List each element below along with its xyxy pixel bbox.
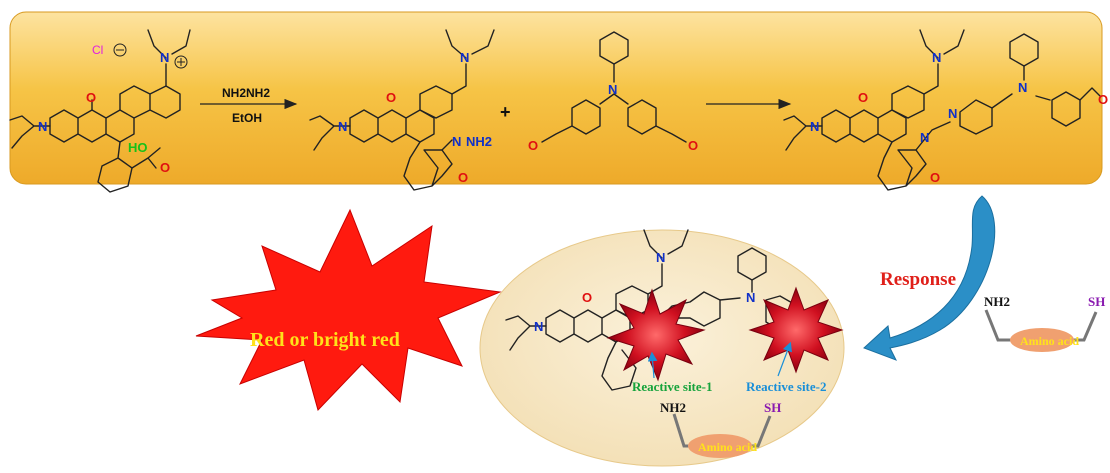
aldehyde-o-left: O — [528, 138, 538, 153]
reactive-site-2-star — [748, 286, 844, 374]
atom-n-right-4: N — [932, 50, 941, 65]
probe-atom-n-left: N — [534, 319, 543, 334]
reactive-site-1-label: Reactive site-1 — [632, 379, 713, 394]
atom-n-left-2: N — [338, 119, 347, 134]
curved-arrow-icon — [863, 195, 996, 361]
carboxyl-oxygen: O — [160, 160, 170, 175]
carbonyl-oxygen-4: O — [930, 170, 940, 185]
reagent-ethanol: EtOH — [232, 111, 262, 125]
carboxyl-hydroxyl: HO — [128, 140, 148, 155]
reagent-hydrazine: NH2NH2 — [222, 86, 270, 100]
atom-n-left: N — [38, 119, 47, 134]
burst-label: Red or bright red — [250, 329, 400, 351]
atom-o-ring: O — [86, 90, 96, 105]
rhodamine-b-structure — [9, 29, 191, 193]
amino-acid-right-nh2: NH2 — [984, 294, 1010, 309]
aldehyde-o-4: O — [1098, 92, 1108, 107]
reactive-site-1-star — [606, 288, 706, 382]
charge-minus-icon — [113, 43, 127, 57]
atom-n-tpa-4: N — [1018, 80, 1027, 95]
probe-product-structure — [783, 29, 1101, 191]
atom-n-imine-1: N — [920, 130, 929, 145]
amino-acid-right-sh: SH — [1088, 294, 1105, 309]
atom-n-right-2: N — [460, 50, 469, 65]
probe-atom-n-right: N — [656, 250, 665, 265]
chloride-label: Cl — [92, 43, 103, 57]
probe-atom-n-tpa: N — [746, 290, 755, 305]
atom-n-tpa: N — [608, 82, 617, 97]
atom-o-ring-2: O — [386, 90, 396, 105]
amino-acid-right: Amino acid NH2 SH — [984, 294, 1105, 352]
hydrazide-nh2: NH2 — [466, 134, 492, 149]
probe-atom-o-ring: O — [582, 290, 592, 305]
amino-acid-center-sh: SH — [764, 400, 781, 415]
charge-plus-icon — [174, 55, 188, 69]
reactive-site-2-label: Reactive site-2 — [746, 379, 827, 394]
atom-n-hydrazide: N — [452, 134, 461, 149]
response-label: Response — [880, 269, 956, 290]
star-burst-icon — [195, 208, 502, 411]
amino-acid-center-label: Amino acid — [698, 440, 757, 454]
reaction-banner — [9, 11, 1103, 185]
aldehyde-o-right: O — [688, 138, 698, 153]
site-2-pointer — [777, 341, 792, 377]
amino-acid-right-label: Amino acid — [1020, 334, 1079, 348]
triphenylamine-dialdehyde-structure — [541, 31, 687, 143]
atom-o-ring-4: O — [858, 90, 868, 105]
atom-n-left-4: N — [810, 119, 819, 134]
carbonyl-oxygen: O — [458, 170, 468, 185]
amino-acid-center: Amino acid NH2 SH — [660, 400, 781, 458]
atom-n-plus: N — [160, 50, 169, 65]
amino-acid-center-nh2: NH2 — [660, 400, 686, 415]
plus-sign: + — [500, 102, 511, 122]
site-1-pointer — [647, 351, 658, 379]
rhodamine-hydrazide-structure — [309, 29, 495, 191]
atom-n-imine-2: N — [948, 106, 957, 121]
